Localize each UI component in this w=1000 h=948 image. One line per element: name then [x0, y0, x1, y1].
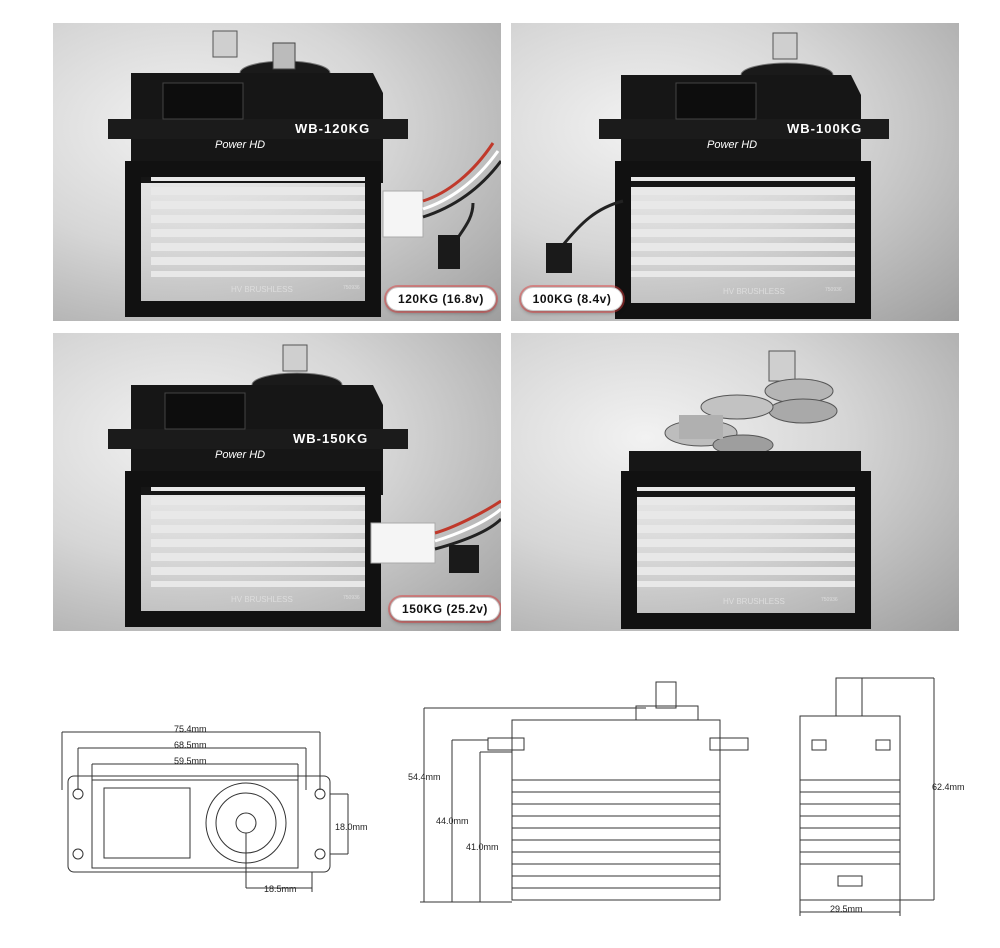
dim-body-height: 41.0mm	[466, 842, 499, 852]
cooling-fins	[635, 483, 857, 587]
serial-label: 750936	[343, 595, 360, 601]
servo-illustration	[621, 350, 871, 629]
series-label: HV BRUSHLESS	[231, 595, 293, 604]
model-label: WB-150KG	[293, 431, 369, 446]
dim-overall-width: 75.4mm	[174, 724, 207, 734]
product-photo-wb-100kg: WB-100KG Power HD HV BRUSHLESS 750936 10…	[511, 23, 959, 321]
dimension-drawings: 75.4mm 68.5mm 59.5mm 18.0mm 18.5mm 54.4m…	[0, 640, 1000, 943]
model-label: WB-100KG	[787, 121, 863, 136]
dim-to-flange: 44.0mm	[436, 816, 469, 826]
servo-illustration	[546, 32, 889, 319]
dim-end-width: 29.5mm	[830, 904, 863, 914]
dim-shaft-offset: 18.5mm	[264, 884, 297, 894]
serial-label: 750936	[821, 597, 838, 603]
series-label: HV BRUSHLESS	[723, 597, 785, 606]
series-label: HV BRUSHLESS	[723, 287, 785, 296]
spec-badge: 100KG (8.4v)	[521, 287, 623, 311]
servo-illustration	[108, 344, 501, 627]
product-photo-gear-train: HV BRUSHLESS 750936	[511, 333, 959, 631]
serial-label: 750936	[825, 287, 842, 293]
cooling-fins	[151, 173, 373, 277]
brand-label: Power HD	[215, 139, 266, 151]
spec-badge: 120KG (16.8v)	[386, 287, 496, 311]
servo-illustration	[108, 30, 501, 317]
cooling-fins	[151, 483, 373, 587]
brand-label: Power HD	[707, 139, 758, 151]
dim-mount-spacing: 68.5mm	[174, 740, 207, 750]
product-photo-wb-120kg: WB-120KG Power HD HV BRUSHLESS 750936 12…	[53, 23, 501, 321]
cooling-fins	[631, 173, 855, 277]
gear-icon	[664, 378, 838, 456]
technical-drawing	[61, 677, 935, 916]
model-label: WB-120KG	[295, 121, 371, 136]
dim-body-width: 59.5mm	[174, 756, 207, 766]
dim-total-height: 54.4mm	[408, 772, 441, 782]
product-photo-wb-150kg: WB-150KG Power HD HV BRUSHLESS 750936 15…	[53, 333, 501, 631]
series-label: HV BRUSHLESS	[231, 285, 293, 294]
serial-label: 750936	[343, 285, 360, 291]
spec-badge: 150KG (25.2v)	[390, 597, 500, 621]
brand-label: Power HD	[215, 449, 266, 461]
dim-mount-height: 18.0mm	[335, 822, 368, 832]
dim-end-height: 62.4mm	[932, 782, 965, 792]
